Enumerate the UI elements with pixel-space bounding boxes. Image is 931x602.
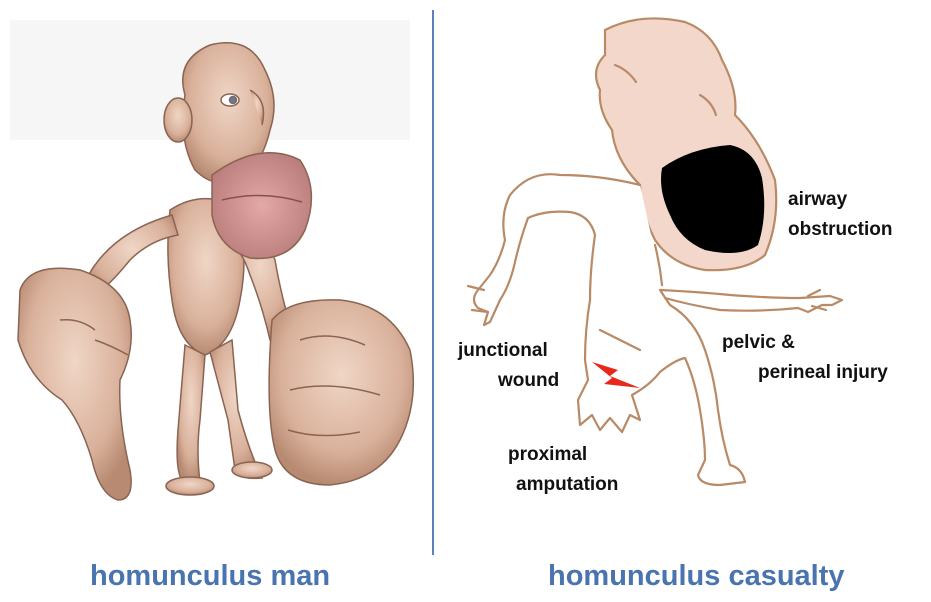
label-line: obstruction [788,215,893,245]
label-line: pelvic & [722,328,888,358]
label-line: perineal injury [758,358,888,388]
label-pelvic-perineal-injury: pelvic & perineal injury [722,328,888,388]
caption-homunculus-man: homunculus man [90,560,330,593]
label-proximal-amputation: proximal amputation [508,440,618,500]
caption-homunculus-casualty: homunculus casualty [548,560,845,593]
label-line: wound [498,366,559,396]
panel-divider [432,10,434,555]
label-line: junctional [458,336,559,366]
label-airway-obstruction: airway obstruction [788,185,893,245]
label-line: amputation [516,470,618,500]
label-junctional-wound: junctional wound [458,336,559,396]
label-line: airway [788,185,893,215]
label-line: proximal [508,440,618,470]
